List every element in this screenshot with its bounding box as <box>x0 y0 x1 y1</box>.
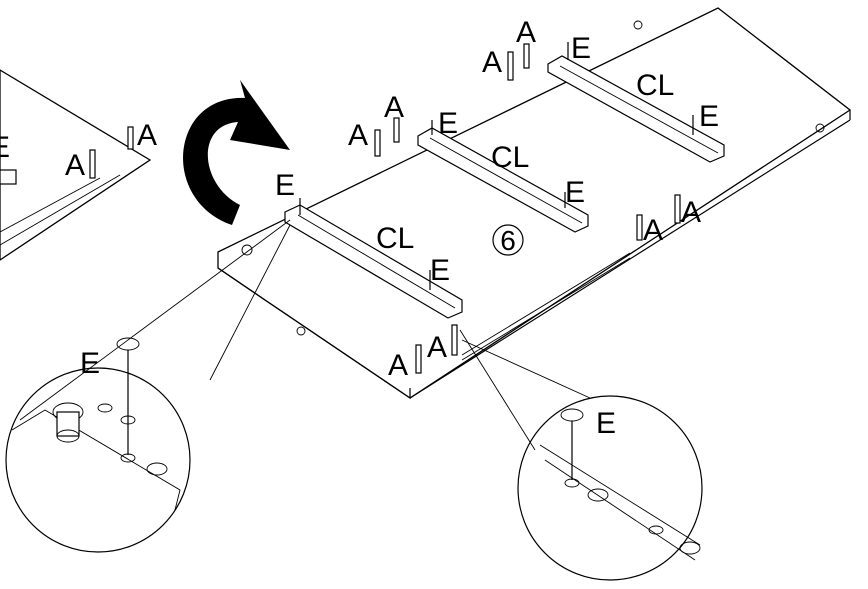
label-e-4: E <box>699 100 719 133</box>
label-a-2: A <box>65 149 85 182</box>
detail-right <box>459 329 703 581</box>
label-a-7: A <box>643 214 663 247</box>
detail-left <box>5 219 291 553</box>
dowel-group <box>89 43 681 374</box>
label-a-9: A <box>388 349 408 382</box>
label-a-6: A <box>516 16 536 49</box>
label-e-3: E <box>571 32 591 65</box>
step-number: 6 <box>500 225 516 256</box>
label-e-partial: E <box>0 131 10 164</box>
label-cl-2: CL <box>491 141 529 174</box>
label-e-6: E <box>430 254 450 287</box>
label-e-detail-left: E <box>80 347 100 380</box>
label-cl-3: CL <box>636 69 674 102</box>
label-e-2: E <box>438 107 458 140</box>
label-e-1: E <box>275 169 295 202</box>
left-partial-board <box>0 69 152 261</box>
label-e-5: E <box>565 176 585 209</box>
label-a-5: A <box>482 46 502 79</box>
label-a-1: A <box>137 119 157 152</box>
curved-flip-arrow-icon <box>183 80 290 225</box>
screw-group <box>299 42 694 290</box>
label-a-8: A <box>681 196 701 229</box>
label-a-4: A <box>384 91 404 124</box>
circled-number-icon: 6 <box>492 224 524 256</box>
label-a-3: A <box>348 119 368 152</box>
label-e-detail-right: E <box>596 407 616 440</box>
label-a-10: A <box>427 331 447 364</box>
label-cl-1: CL <box>376 222 414 255</box>
rail-back <box>547 55 725 163</box>
